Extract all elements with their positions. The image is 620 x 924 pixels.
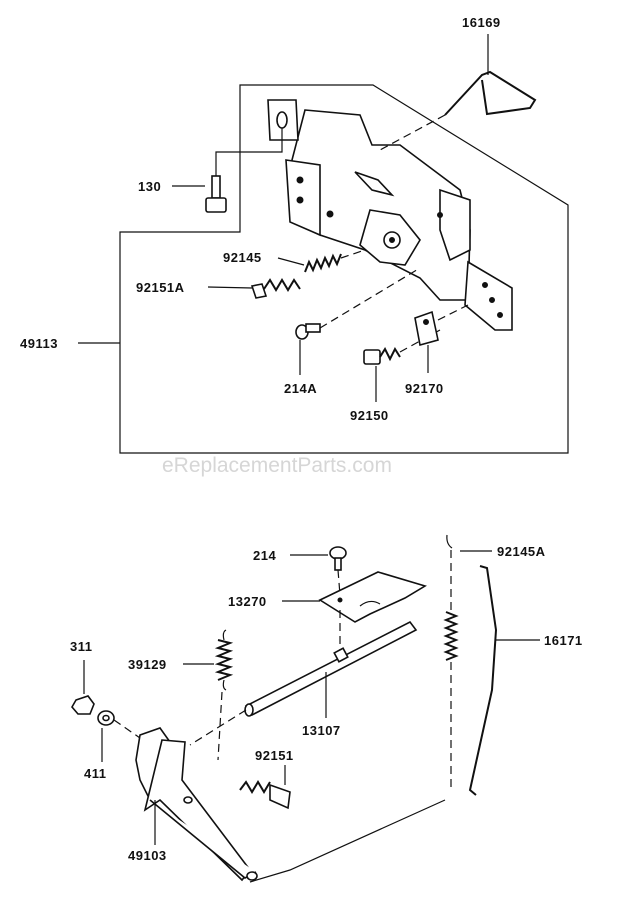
- label-130: 130: [138, 179, 161, 194]
- label-92145: 92145: [223, 250, 262, 265]
- wire-link-16169: [379, 70, 537, 151]
- label-13270: 13270: [228, 594, 267, 609]
- washer-411: [97, 710, 141, 762]
- label-49103: 49103: [128, 848, 167, 863]
- label-311: 311: [70, 639, 92, 654]
- lever-49103: [135, 727, 258, 882]
- label-92151A: 92151A: [136, 280, 185, 295]
- label-411: 411: [84, 766, 106, 781]
- label-16169: 16169: [462, 15, 501, 30]
- label-92150: 92150: [350, 408, 389, 423]
- label-92151: 92151: [255, 748, 294, 763]
- lower-assembly: 214 92145A 13270 311 39129 16171 13107 4…: [70, 534, 583, 883]
- spring-92145A: [443, 534, 492, 790]
- control-bracket: [285, 109, 471, 301]
- bolt-92151: [239, 765, 291, 810]
- shaft-13107: [189, 620, 418, 746]
- clip-92170: [414, 304, 469, 373]
- side-plate: [464, 260, 513, 331]
- bolt-92150: [363, 329, 441, 402]
- label-39129: 39129: [128, 657, 167, 672]
- plate-13270: [282, 571, 427, 650]
- assembly-outline-49103: [249, 799, 446, 883]
- label-49113: 49113: [20, 336, 58, 351]
- upper-assembly: 16169 130 92145 92151A 49113 214A 92170 …: [20, 15, 569, 454]
- screw-214: [290, 546, 347, 596]
- label-92145A: 92145A: [497, 544, 546, 559]
- label-214A: 214A: [284, 381, 317, 396]
- bolt-130: [205, 128, 283, 213]
- assembly-outline-49113: [119, 84, 569, 454]
- spring-92145: [304, 249, 366, 273]
- spring-39129: [183, 629, 234, 761]
- nut-311: [71, 660, 95, 715]
- label-214: 214: [253, 548, 276, 563]
- rod-16171: [468, 565, 540, 796]
- label-13107: 13107: [302, 723, 341, 738]
- label-16171: 16171: [544, 633, 583, 648]
- bolt-92151A: [250, 278, 301, 299]
- watermark: eReplacementParts.com: [162, 454, 392, 477]
- screw-214A: [295, 267, 421, 375]
- label-92170: 92170: [405, 381, 444, 396]
